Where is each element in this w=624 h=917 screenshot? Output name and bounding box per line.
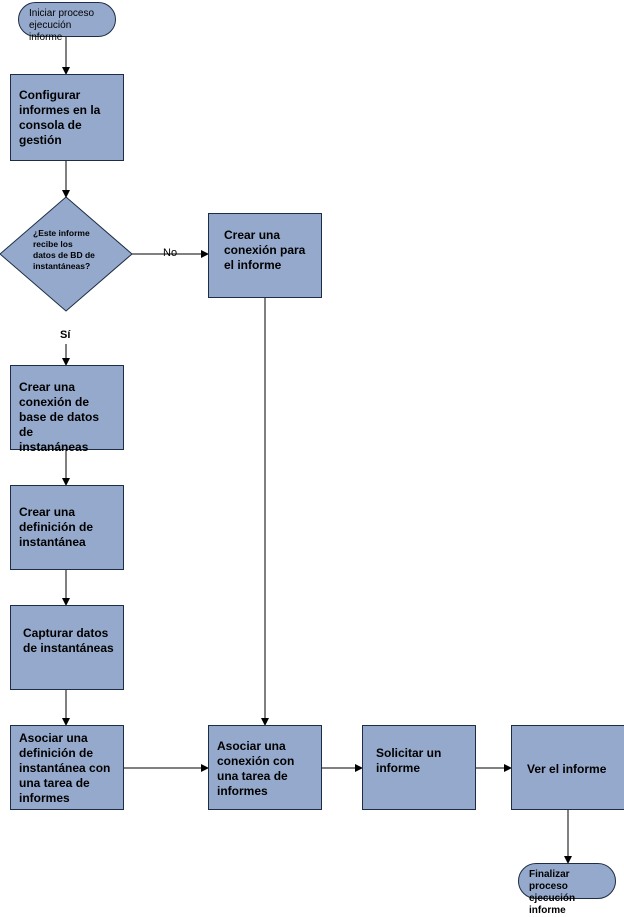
assoc-snap-line-2: definición de: [19, 746, 94, 760]
snapshot-db-line-4: instanáneas: [19, 440, 89, 454]
decision-text: ¿Este informe recibe los datos de BD de …: [33, 228, 95, 272]
capture-line-1: Capturar datos: [23, 626, 109, 640]
decision-line-4: instantáneas?: [33, 261, 91, 271]
snapshot-db-line-2: conexión de: [19, 395, 90, 409]
no-edge-label: No: [163, 247, 178, 259]
end-line-1: Finalizar proceso: [529, 869, 570, 892]
decision-diamond: [0, 196, 133, 312]
create-connection-box: Crear una conexión para el informe: [208, 213, 322, 298]
create-snapshot-db-box: Crear una conexión de base de datos de i…: [10, 365, 124, 454]
decision-line-3: datos de BD de: [33, 250, 95, 260]
configure-line-1: Configurar: [19, 88, 81, 102]
start-line-2: ejecución informe: [29, 20, 72, 43]
create-connection-line-2: conexión para: [224, 243, 306, 257]
create-connection-line-1: Crear una: [224, 228, 281, 242]
start-line-1: Iniciar proceso: [29, 8, 95, 19]
create-connection-line-3: el informe: [224, 258, 282, 272]
assoc-snap-line-1: Asociar una: [19, 731, 88, 745]
snapshot-def-line-3: instantánea: [19, 535, 86, 549]
decision-line-2: recibe los: [33, 239, 73, 249]
capture-snapshot-data-box: Capturar datos de instantáneas: [10, 605, 124, 690]
configure-reports-box: Configurar informes en la consola de ges…: [10, 74, 124, 161]
configure-line-3: consola de gestión: [19, 118, 82, 147]
decision-line-1: ¿Este informe: [33, 228, 90, 238]
configure-line-2: informes en la: [19, 103, 101, 117]
snapshot-def-line-2: definición de: [19, 520, 94, 534]
create-snapshot-definition-box: Crear una definición de instantánea: [10, 485, 124, 570]
snapshot-db-line-3: base de datos de: [19, 410, 100, 439]
start-terminator: Iniciar proceso ejecución informe: [18, 2, 116, 43]
snapshot-db-line-1: Crear una: [19, 380, 76, 394]
assoc-snap-line-3: instantánea con: [19, 761, 111, 775]
assoc-snap-line-4: una tarea de: [19, 776, 90, 790]
assoc-conn-line-4: informes: [217, 784, 268, 798]
associate-connection-box: Asociar una conexión con una tarea de in…: [208, 725, 322, 810]
capture-line-2: de instantáneas: [23, 641, 114, 655]
view-line-1: Ver el informe: [527, 762, 607, 776]
assoc-conn-line-3: una tarea de: [217, 769, 288, 783]
yes-edge-label: Sí: [60, 329, 71, 341]
request-line-1: Solicitar un: [376, 746, 442, 760]
assoc-conn-line-1: Asociar una: [217, 739, 286, 753]
end-terminator: Finalizar proceso ejecución informe: [518, 863, 616, 916]
view-report-box: Ver el informe: [511, 725, 624, 810]
request-line-2: informe: [376, 761, 421, 775]
assoc-conn-line-2: conexión con: [217, 754, 295, 768]
snapshot-def-line-1: Crear una: [19, 505, 76, 519]
assoc-snap-line-5: informes: [19, 791, 70, 805]
request-report-box: Solicitar un informe: [362, 725, 476, 810]
associate-snapshot-definition-box: Asociar una definición de instantánea co…: [10, 725, 124, 810]
end-line-2: ejecución informe: [529, 893, 576, 916]
